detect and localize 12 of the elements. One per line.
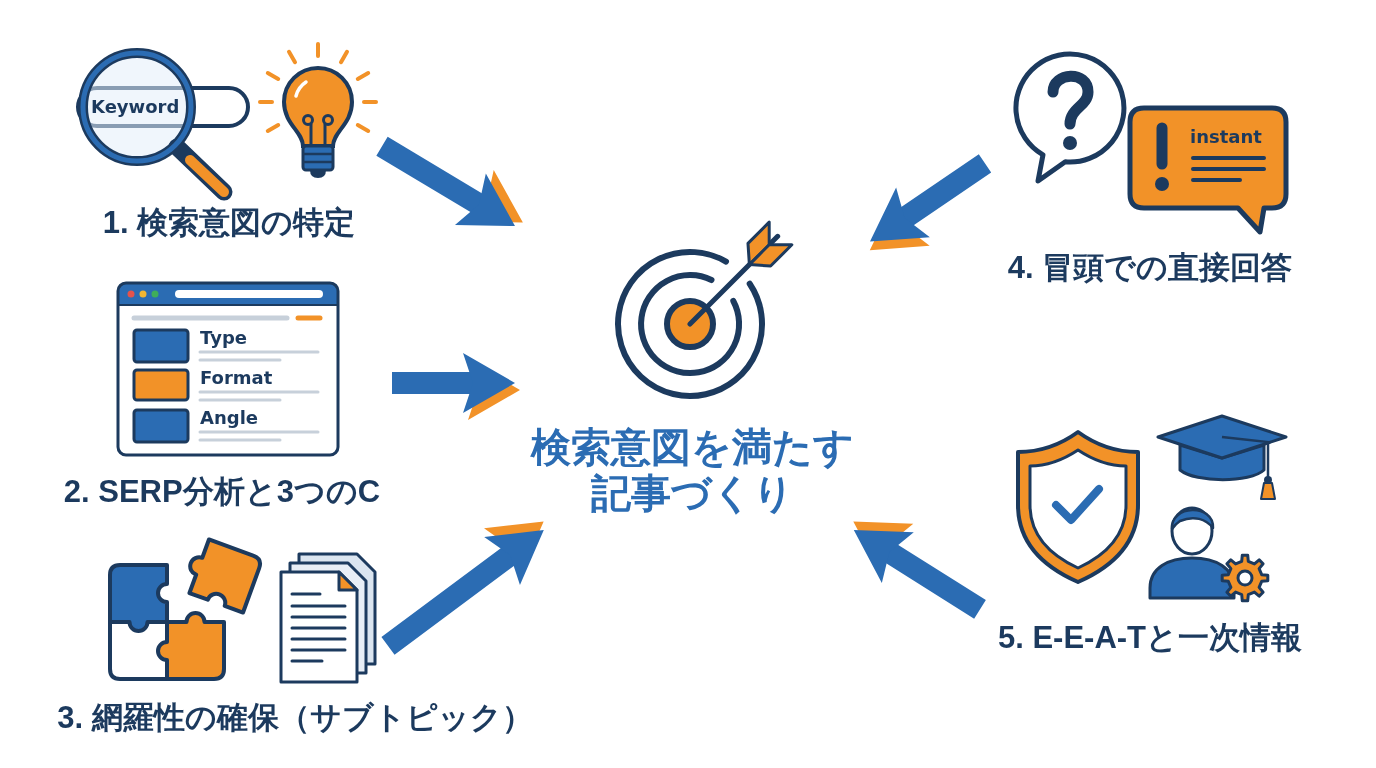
- list-item-label: Type: [200, 328, 247, 348]
- goal-title: 検索意図を満たす記事づくり: [529, 424, 855, 516]
- arrow: [392, 353, 520, 420]
- search-term: Keyword: [91, 95, 180, 119]
- step-caption: 1. 検索意図の特定: [102, 204, 356, 242]
- step-caption: 2. SERP分析と3つのC: [63, 473, 381, 511]
- step-caption: 3. 網羅性の確保（サブトピック）: [57, 699, 533, 737]
- list-item-label: Format: [200, 368, 273, 388]
- bubble-text: instant: [1190, 127, 1262, 147]
- list-item-label: Angle: [200, 408, 258, 428]
- step-caption: 5. E-E-A-Tと一次情報: [997, 619, 1303, 657]
- step-caption: 4. 冒頭での直接回答: [1007, 249, 1293, 287]
